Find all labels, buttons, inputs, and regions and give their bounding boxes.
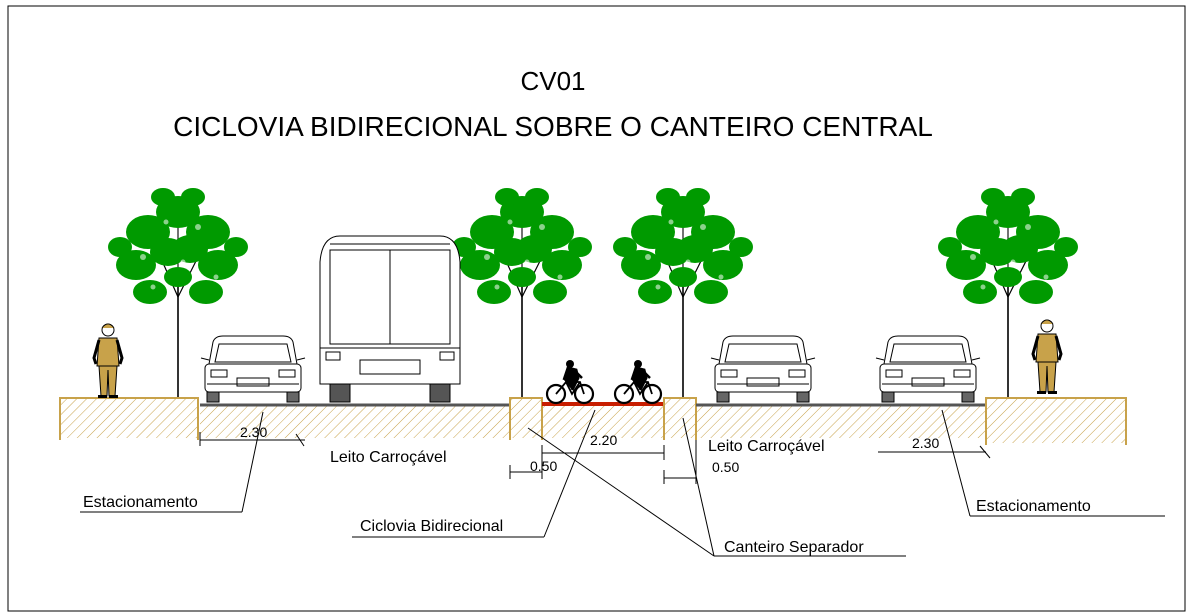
dim-parking-left: 2.30 xyxy=(240,424,267,440)
cross-section-ground xyxy=(59,397,1127,445)
dim-parking-right: 2.30 xyxy=(912,435,939,451)
bus-icon xyxy=(319,235,461,403)
dim-cycleway: 2.20 xyxy=(590,432,617,448)
cyclist-icon xyxy=(545,358,595,405)
dim-separator-right: 0.50 xyxy=(712,459,739,475)
label-roadway-left: Leito Carroçável xyxy=(330,449,447,466)
car-icon xyxy=(200,335,306,403)
dimension-lines xyxy=(199,432,991,484)
cyclist-icon xyxy=(613,358,663,405)
label-parking-left: Estacionamento xyxy=(83,494,198,511)
label-separator: Canteiro Separador xyxy=(724,539,864,556)
label-roadway-right: Leito Carroçável xyxy=(708,438,825,455)
car-icon xyxy=(710,335,816,403)
dim-separator-left: 0.50 xyxy=(530,458,557,474)
drawing-frame xyxy=(7,5,1186,612)
drawing-code: CV01 xyxy=(520,66,585,96)
label-parking-right: Estacionamento xyxy=(976,498,1091,515)
car-icon xyxy=(875,335,981,403)
leader-lines xyxy=(80,409,1165,557)
drawing-title: CICLOVIA BIDIRECIONAL SOBRE O CANTEIRO C… xyxy=(173,111,933,142)
label-cycleway: Ciclovia Bidirecional xyxy=(360,518,503,535)
pedestrian-icon xyxy=(92,322,124,400)
pedestrian-icon xyxy=(1031,318,1063,396)
